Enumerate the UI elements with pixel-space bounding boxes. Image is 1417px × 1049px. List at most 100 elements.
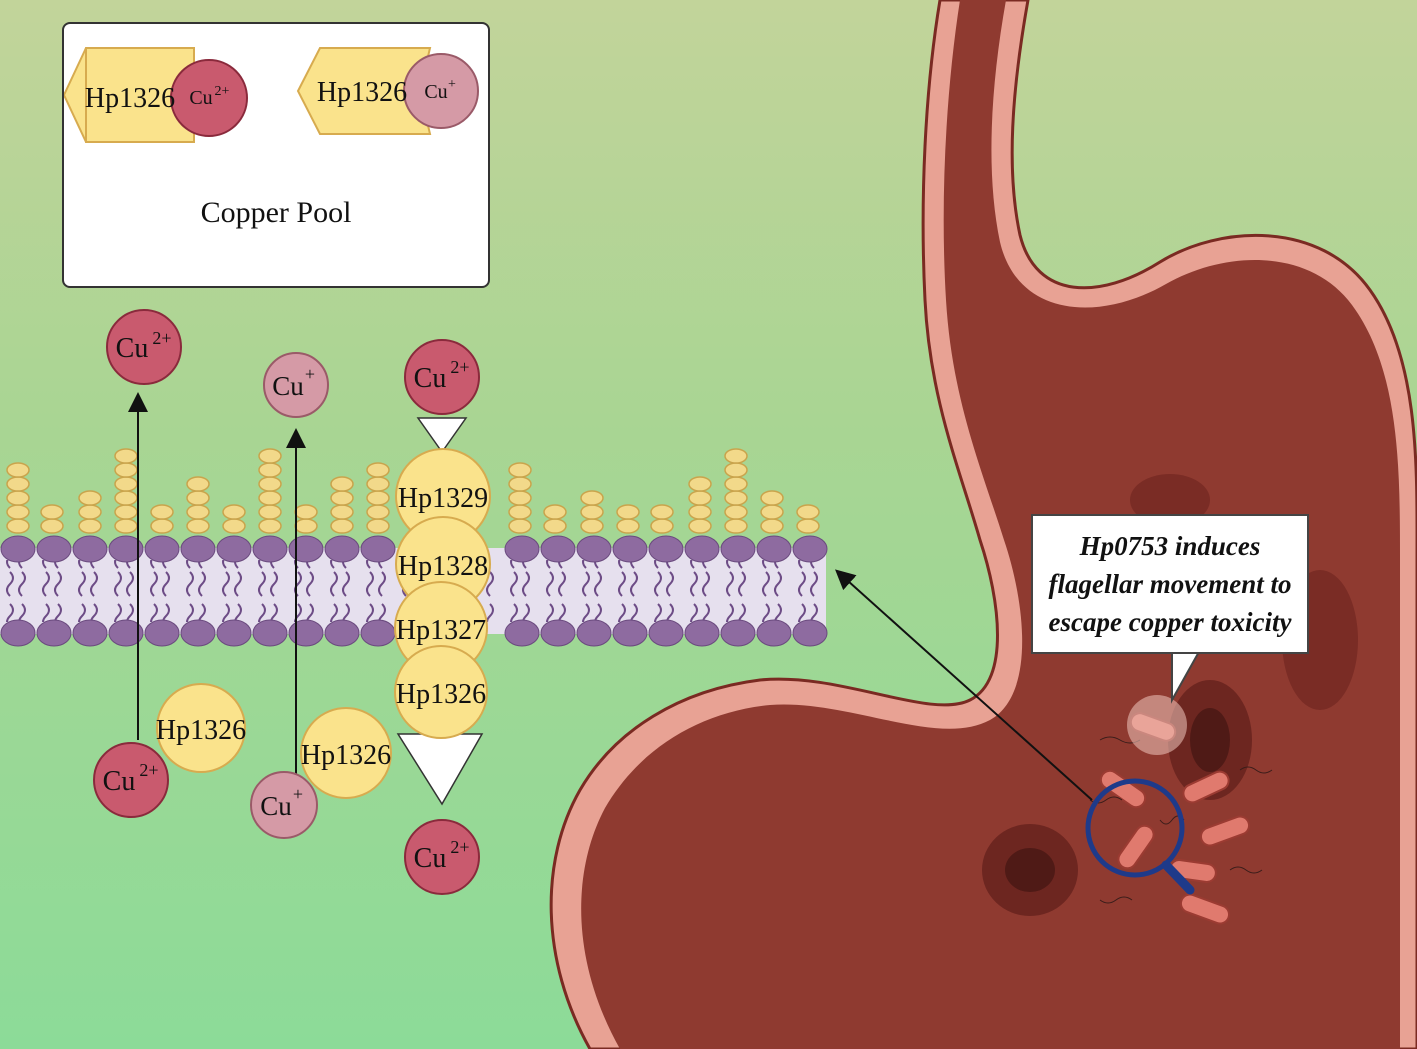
lipid-bead	[222, 518, 246, 534]
lipid-bead	[114, 490, 138, 506]
svg-text:2+: 2+	[215, 84, 230, 99]
phospholipid-head	[540, 535, 576, 563]
lipid-bead	[688, 490, 712, 506]
svg-text:Hp1326: Hp1326	[85, 83, 175, 114]
callout-text: Hp0753 induces flagellar movement to esc…	[1048, 531, 1292, 637]
phospholipid-head	[576, 619, 612, 647]
lipid-bead	[6, 462, 30, 478]
lipid-bead	[650, 518, 674, 534]
lipid-bead	[40, 504, 64, 520]
lipid-bead	[580, 504, 604, 520]
phospholipid-head	[792, 619, 828, 647]
lipid-bead	[616, 518, 640, 534]
lipid-bead	[114, 476, 138, 492]
phospholipid-head	[648, 619, 684, 647]
svg-text:Cu: Cu	[189, 87, 212, 109]
lipid-bead	[543, 518, 567, 534]
speech-pointer-origin	[1127, 695, 1187, 755]
lipid-bead	[330, 518, 354, 534]
hp0753-callout: Hp0753 induces flagellar movement to esc…	[1031, 514, 1309, 654]
copper-pool-label: Copper Pool	[200, 196, 352, 229]
lipid-bead	[508, 462, 532, 478]
stomach-fold	[1190, 708, 1230, 772]
copper-pool-complexes: Hp1326 Cu 2+ Hp1326 Cu +	[64, 47, 479, 143]
lipid-bead	[650, 504, 674, 520]
phospholipid-head	[756, 619, 792, 647]
lipid-bead	[760, 504, 784, 520]
svg-text:Cu: Cu	[414, 363, 447, 394]
lipid-bead	[330, 490, 354, 506]
svg-text:2+: 2+	[450, 837, 469, 857]
bacterium-icon	[1117, 824, 1155, 870]
svg-text:Hp1326: Hp1326	[317, 77, 407, 108]
lipid-bead	[366, 518, 390, 534]
lipid-bead	[724, 462, 748, 478]
svg-text:Cu: Cu	[116, 333, 149, 364]
lipid-bead	[543, 504, 567, 520]
svg-text:2+: 2+	[139, 760, 158, 780]
phospholipid-head	[504, 535, 540, 563]
bacterium-icon	[1199, 815, 1251, 847]
lipid-bead	[78, 504, 102, 520]
lipid-bead	[508, 518, 532, 534]
bacterium-icon	[1182, 770, 1230, 804]
lipid-bead	[616, 504, 640, 520]
pointer-arrow	[835, 569, 1093, 801]
phospholipid-head	[720, 535, 756, 563]
svg-text:+: +	[293, 784, 303, 804]
lipid-bead	[150, 504, 174, 520]
hp1326-cu1-complex: Hp1326 Cu +	[296, 47, 479, 135]
lipid-bead	[6, 490, 30, 506]
phospholipid-head	[324, 535, 360, 563]
phospholipid-head	[792, 535, 828, 563]
lipid-bead	[258, 490, 282, 506]
phospholipid-head	[252, 619, 288, 647]
cu1-ion-top: Cu +	[263, 352, 329, 418]
lipid-bead	[688, 504, 712, 520]
lipid-bead	[796, 518, 820, 534]
lipid-bead	[580, 490, 604, 506]
lipid-bead	[508, 504, 532, 520]
bacterium-icon	[1179, 893, 1231, 925]
lipid-bead	[760, 518, 784, 534]
efflux-complex: Hp1329 Hp1328 Hp1327 Hp1326	[394, 448, 491, 739]
efflux-label-hp1328: Hp1328	[398, 551, 488, 582]
cu1-ion	[403, 53, 479, 129]
lipid-bead	[724, 504, 748, 520]
lipid-bead	[760, 490, 784, 506]
svg-text:+: +	[305, 364, 315, 384]
phospholipid-head	[720, 619, 756, 647]
lipid-bead	[150, 518, 174, 534]
efflux-label-hp1329: Hp1329	[398, 483, 488, 514]
lipid-bead	[724, 490, 748, 506]
chaperone-hp1326-right	[300, 707, 392, 799]
lipid-bead	[294, 504, 318, 520]
lipid-bead	[258, 518, 282, 534]
lipid-bead	[114, 518, 138, 534]
chaperone-label-left: Hp1326	[156, 715, 246, 746]
membrane-heads-top	[0, 535, 828, 563]
lipid-bead	[724, 476, 748, 492]
lipid-bead	[294, 518, 318, 534]
stomach-fold	[1130, 474, 1210, 526]
phospholipid-head	[36, 535, 72, 563]
lipid-bead	[78, 490, 102, 506]
lipid-bead	[796, 504, 820, 520]
hp1326-cu2-complex: Hp1326 Cu 2+	[64, 47, 248, 143]
phospholipid-head	[72, 619, 108, 647]
phospholipid-head	[144, 535, 180, 563]
lipid-bead	[330, 504, 354, 520]
phospholipid-head	[288, 619, 324, 647]
svg-text:Cu: Cu	[103, 766, 136, 797]
lipid-bead	[186, 476, 210, 492]
svg-text:Cu: Cu	[260, 791, 292, 821]
chaperone-hp1326-left	[156, 683, 246, 773]
phospholipid-head	[360, 535, 396, 563]
lipid-bead	[186, 490, 210, 506]
lipid-bead	[688, 518, 712, 534]
lipid-bead	[186, 504, 210, 520]
outer-lipid-chains	[6, 448, 820, 534]
phospholipid-head	[648, 535, 684, 563]
efflux-arrow-top	[416, 417, 468, 454]
